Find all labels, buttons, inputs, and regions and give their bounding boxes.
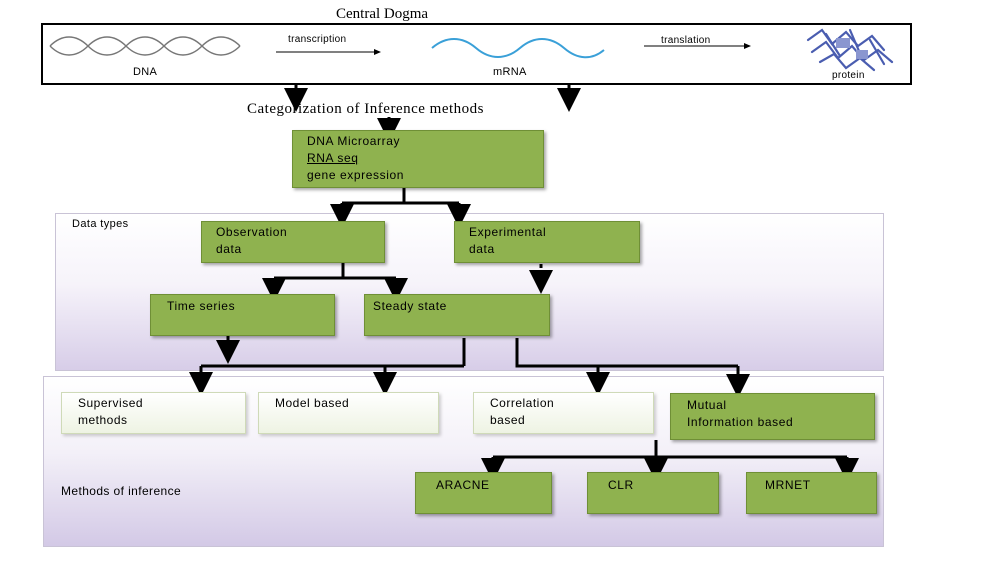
transcription-label: transcription — [288, 34, 347, 45]
connector-steady-right — [515, 338, 740, 382]
mrnet-box: MRNET — [746, 472, 877, 514]
correlation-based-box: Correlation based — [473, 392, 654, 434]
observation-line2: data — [216, 242, 242, 256]
supervised-line1: Supervised — [78, 396, 144, 410]
steady-state-box: Steady state — [364, 294, 550, 336]
methods-of-inference-label: Methods of inference — [61, 484, 182, 498]
experimental-line1: Experimental — [469, 225, 547, 239]
supervised-methods-box: Supervised methods — [61, 392, 246, 434]
data-types-label: Data types — [72, 218, 129, 230]
translation-label: translation — [661, 35, 711, 46]
dna-helix-icon — [49, 36, 241, 56]
clr-box: CLR — [587, 472, 719, 514]
source-line-rnaseq: RNA seq — [307, 151, 359, 165]
connector-mi-split — [491, 440, 849, 465]
observation-line1: Observation — [216, 225, 288, 239]
central-dogma-title: Central Dogma — [336, 6, 429, 22]
dna-label: DNA — [133, 66, 158, 78]
experimental-line2: data — [469, 242, 495, 256]
model-based-box: Model based — [258, 392, 439, 434]
mutual-info-line1: Mutual — [687, 398, 727, 412]
mutual-information-box: Mutual Information based — [670, 393, 875, 440]
source-line-microarray: DNA Microarray — [307, 134, 401, 148]
observation-data-box: Observation data — [201, 221, 385, 263]
connector-source-split — [340, 188, 461, 214]
experimental-data-box: Experimental data — [454, 221, 640, 263]
source-data-box: DNA Microarray RNA seq gene expression — [292, 130, 544, 188]
mrna-wave-icon — [431, 38, 605, 59]
protein-label: protein — [832, 70, 865, 81]
central-dogma-frame — [41, 23, 912, 85]
correlation-line2: based — [490, 413, 526, 427]
supervised-line2: methods — [78, 413, 128, 427]
source-line-gene-expression: gene expression — [307, 168, 405, 182]
protein-structure-icon — [806, 28, 894, 72]
correlation-line1: Correlation — [490, 396, 555, 410]
time-series-box: Time series — [150, 294, 335, 336]
connector-steady-left — [199, 338, 466, 380]
mrna-label: mRNA — [493, 66, 527, 78]
categorization-title: Categorization of Inference methods — [247, 101, 484, 117]
connector-observation-split — [272, 263, 398, 287]
mutual-info-line2: Information based — [687, 415, 794, 429]
aracne-box: ARACNE — [415, 472, 552, 514]
